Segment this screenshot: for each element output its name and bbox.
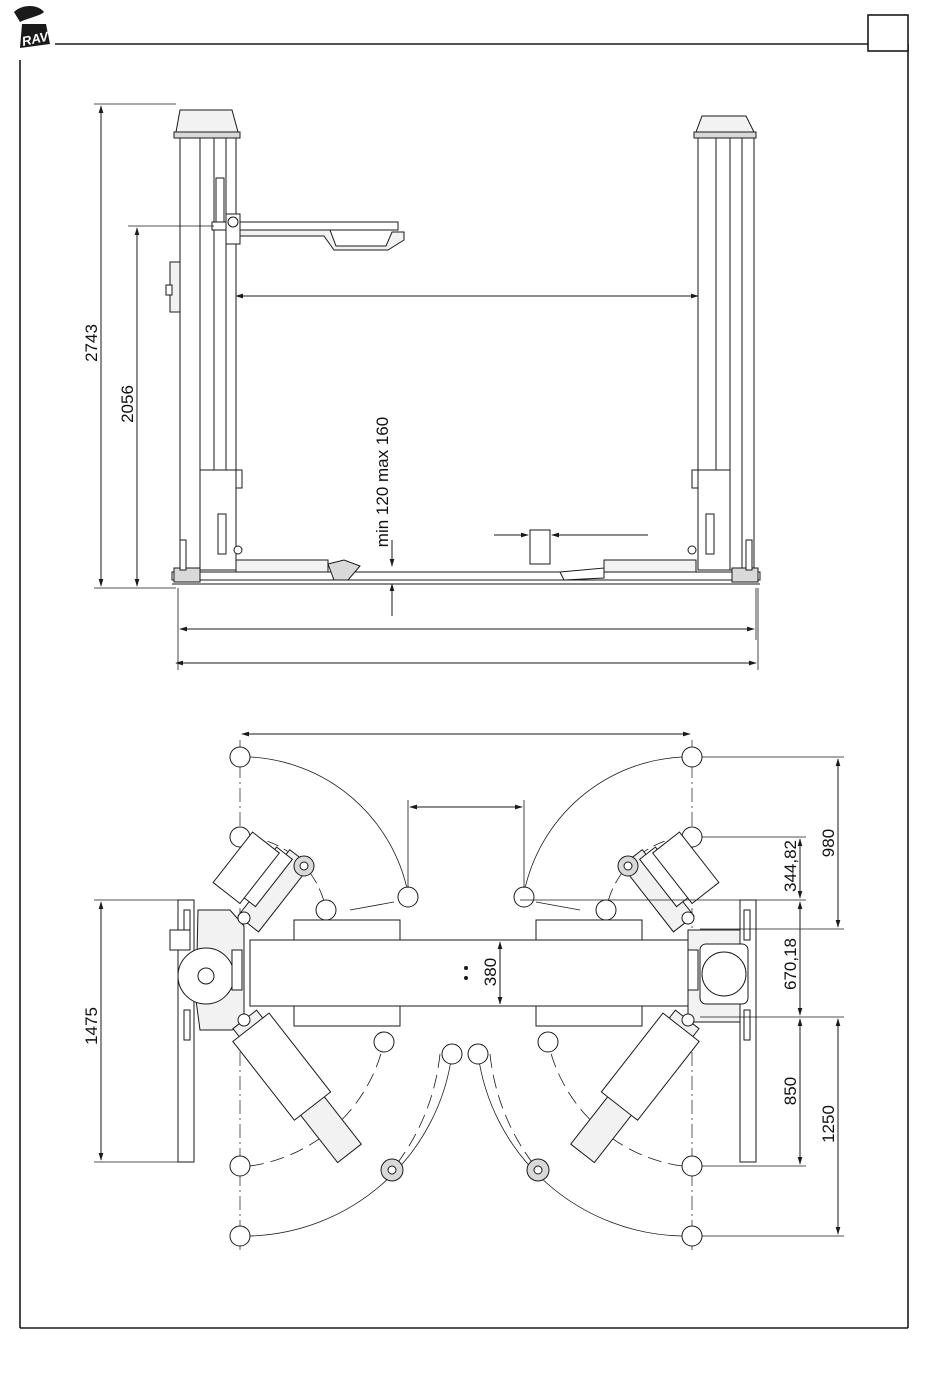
dim-total-height: 2743	[82, 324, 101, 362]
elevation-view	[94, 104, 760, 670]
left-column	[166, 110, 242, 570]
dim-right-middle: 670,18	[781, 938, 800, 990]
rav-logo: RAV	[14, 6, 51, 49]
dim-right-bottom: 1250	[819, 1105, 838, 1143]
dim-right-lower: 850	[781, 1077, 800, 1105]
dim-left-height: 1475	[82, 1007, 101, 1045]
page-frame	[20, 15, 908, 1328]
lift-base	[172, 530, 760, 584]
left-column-plan	[170, 900, 244, 1162]
plan-view	[94, 734, 844, 1250]
right-column	[688, 116, 756, 570]
right-column-plan	[688, 900, 756, 1162]
lift-arms	[213, 832, 719, 1181]
raised-arm	[212, 214, 404, 250]
dim-right-top: 980	[819, 829, 838, 857]
dim-arm-height: 2056	[118, 385, 137, 423]
dim-right-upper: 344,82	[781, 840, 800, 892]
dim-pad-range: min 120 max 160	[373, 417, 392, 547]
base-plate	[250, 920, 692, 1026]
page-number-box	[868, 15, 908, 51]
dim-center-width: 380	[481, 958, 500, 986]
